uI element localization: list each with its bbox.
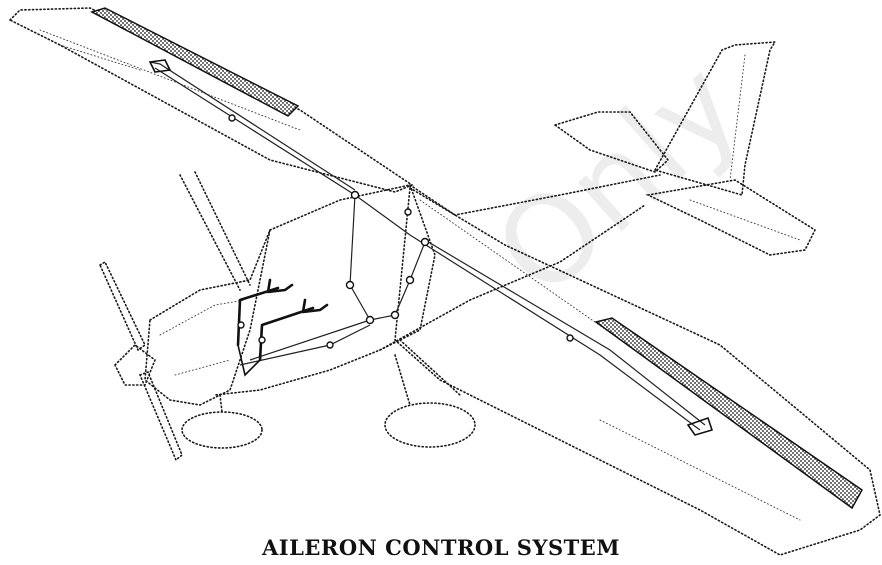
nose-wheel-fairing: [181, 411, 263, 449]
left-bellcrank-rod: [148, 59, 172, 73]
yoke-pivot: [237, 321, 245, 329]
vertical-fin: [653, 41, 777, 197]
right-aileron-cable-2: [424, 239, 706, 426]
right-horizontal-stabilizer: [645, 179, 817, 256]
right-aileron: [594, 317, 863, 510]
pulley: [390, 310, 400, 320]
left-strut: [179, 174, 241, 291]
left-wing: [8, 7, 414, 193]
main-gear-leg: [394, 354, 411, 406]
fuselage-top: [409, 174, 661, 216]
cowling: [144, 229, 271, 406]
vertical-cable-left: [349, 194, 371, 321]
spinner: [114, 343, 156, 386]
left-aileron-cable: [154, 67, 411, 236]
yoke-pivot: [258, 336, 266, 344]
wing-struts: [179, 171, 461, 396]
empennage: [553, 41, 817, 256]
pulley: [365, 315, 375, 325]
left-strut-2: [194, 171, 251, 286]
pulley: [345, 280, 355, 290]
pulley: [566, 334, 574, 342]
propeller: [98, 260, 183, 462]
pulley: [228, 114, 236, 122]
left-horizontal-stabilizer: [553, 111, 670, 173]
right-wing: [394, 186, 881, 556]
pulley: [420, 237, 430, 247]
main-wheel-fairing: [384, 402, 476, 448]
elevator-line: [689, 199, 801, 241]
control-yoke-pair: [236, 278, 329, 377]
right-bellcrank-rod: [686, 416, 714, 436]
left-wing-outline: [8, 7, 414, 193]
pulley: [405, 275, 415, 285]
left-aileron: [90, 7, 300, 117]
copilot-control-wheel: [258, 298, 329, 362]
diagram-title: AILERON CONTROL SYSTEM: [262, 535, 620, 560]
right-aileron-cable: [409, 234, 701, 431]
right-strut: [399, 339, 461, 396]
cowling-detail: [159, 299, 246, 376]
control-column-bar: [237, 344, 261, 377]
landing-gear: [181, 354, 476, 449]
fuselage-bottom: [379, 204, 646, 351]
prop-blade-lower: [138, 370, 183, 462]
cable-pulleys: [228, 114, 574, 349]
rudder-line: [729, 54, 746, 181]
right-wing-rib: [419, 199, 851, 521]
cabin-outline: [214, 184, 436, 396]
nose-gear-leg: [219, 394, 223, 413]
right-wing-outline: [394, 186, 881, 556]
left-aileron-cable-2: [149, 61, 356, 191]
prop-blade-upper: [98, 260, 147, 352]
pulley: [350, 190, 360, 200]
pulley: [326, 341, 334, 349]
pulley: [404, 208, 412, 216]
left-wing-rib: [39, 29, 301, 131]
fuselage: [144, 174, 661, 406]
pilot-control-wheel: [236, 278, 294, 347]
